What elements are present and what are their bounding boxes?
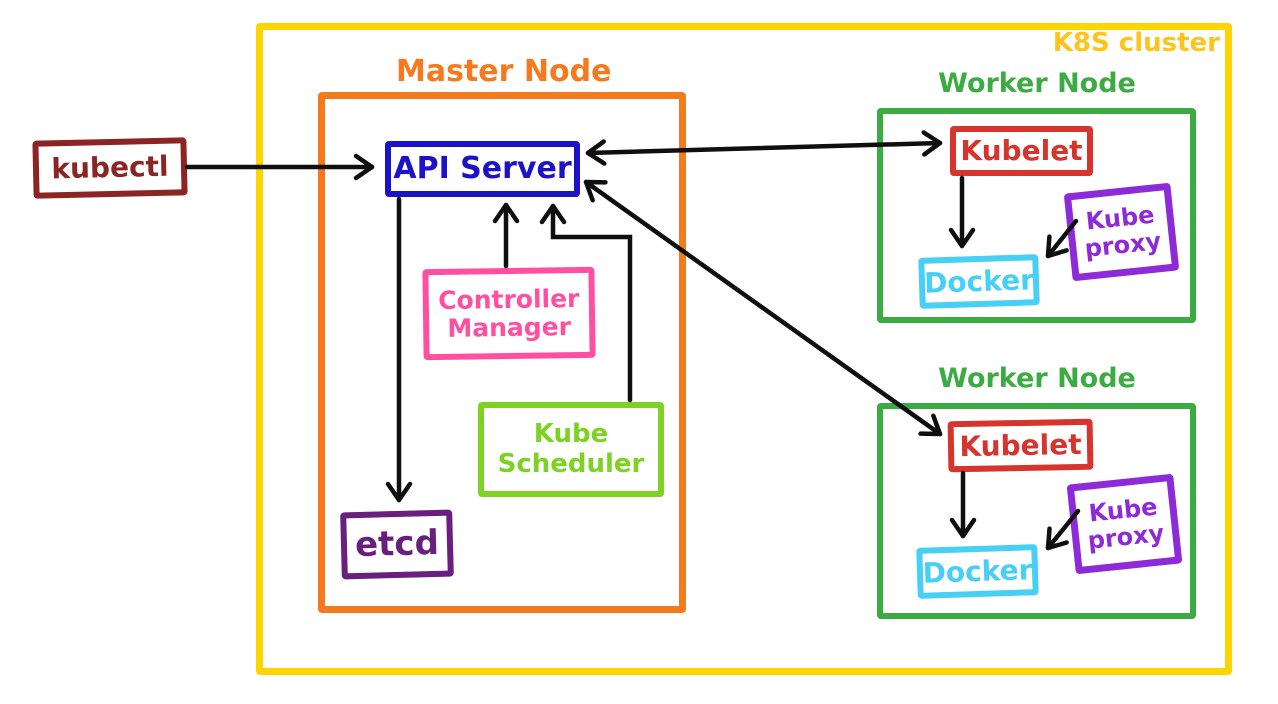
worker1-kubelet-label: Kubelet	[960, 134, 1083, 168]
kube-scheduler-box: Kube Scheduler	[478, 402, 664, 497]
worker2-kube-proxy-box: Kube proxy	[1066, 473, 1183, 575]
api-server-label: API Server	[393, 151, 572, 187]
controller-manager-box: Controller Manager	[422, 266, 596, 361]
worker-node-2-label: Worker Node	[938, 363, 1136, 394]
etcd-box: etcd	[340, 509, 454, 580]
etcd-label: etcd	[354, 523, 440, 566]
api-server-box: API Server	[385, 141, 580, 197]
worker2-kubelet-label: Kubelet	[959, 427, 1082, 463]
worker-node-2-box	[877, 403, 1196, 619]
worker-node-1-label: Worker Node	[938, 68, 1136, 99]
worker1-kube-proxy-box: Kube proxy	[1063, 182, 1180, 282]
k8s-cluster-label: K8S cluster	[1052, 28, 1220, 58]
master-node-label: Master Node	[396, 54, 612, 89]
worker1-docker-box: Docker	[918, 254, 1040, 309]
worker1-kube-proxy-label: Kube proxy	[1083, 200, 1163, 263]
kubectl-label: kubectl	[51, 149, 169, 186]
worker1-docker-label: Docker	[923, 263, 1035, 300]
worker2-kubelet-box: Kubelet	[947, 418, 1094, 473]
worker2-docker-box: Docker	[916, 544, 1039, 599]
worker1-kubelet-box: Kubelet	[950, 126, 1093, 176]
controller-manager-label: Controller Manager	[437, 283, 580, 343]
k8s-cluster-box	[256, 23, 1232, 675]
kubectl-box: kubectl	[32, 137, 188, 199]
worker2-kube-proxy-label: Kube proxy	[1086, 492, 1166, 555]
worker2-docker-label: Docker	[922, 553, 1033, 590]
kube-scheduler-label: Kube Scheduler	[497, 419, 645, 479]
